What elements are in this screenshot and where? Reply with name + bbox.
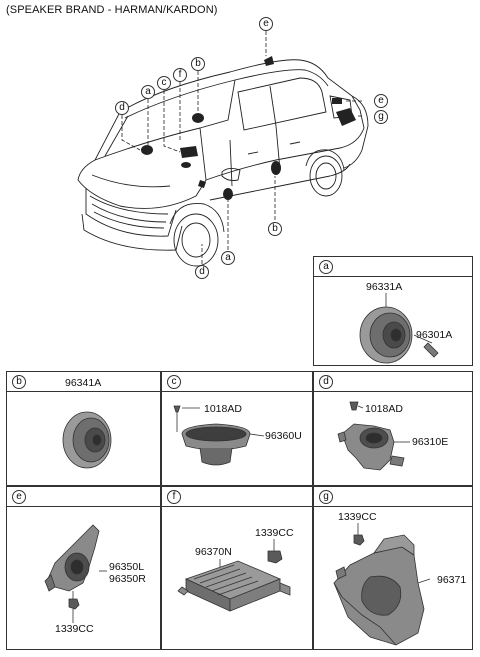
amplifier-96370N-drawing	[177, 539, 291, 612]
panel-f-letter: f	[167, 490, 181, 504]
panel-b-header	[7, 372, 160, 392]
part-96331A-label: 96331A	[366, 281, 403, 293]
panel-c-header	[162, 372, 312, 392]
callout-a-bottom: a	[221, 251, 235, 265]
panel-e-letter: e	[12, 490, 26, 504]
part-96301A-label: 96301A	[416, 329, 453, 341]
callout-d-top: d	[115, 101, 129, 115]
callout-g-right: g	[374, 110, 388, 124]
callout-f-top: f	[173, 68, 187, 82]
speaker-96310E-drawing	[337, 401, 410, 471]
part-96350L-label: 96350L	[109, 561, 145, 573]
callout-b-top: b	[191, 57, 205, 71]
callout-e-right: e	[374, 94, 388, 108]
callout-d-bottom: d	[195, 265, 209, 279]
speaker-96341A-drawing	[62, 411, 112, 469]
panel-c: c 1018AD 96360U	[161, 371, 313, 486]
vehicle-illustration	[77, 31, 369, 267]
panel-f-header	[162, 487, 312, 507]
callout-b-bottom: b	[268, 222, 282, 236]
callout-a-top: a	[141, 85, 155, 99]
part-1339CC-label-e: 1339CC	[55, 623, 94, 635]
panel-d-header	[314, 372, 472, 392]
panel-e-header	[7, 487, 160, 507]
panel-a-letter: a	[319, 260, 333, 274]
speaker-96350-drawing	[44, 524, 107, 623]
part-1339CC-label-g: 1339CC	[338, 511, 377, 523]
part-96310E-label: 96310E	[412, 436, 449, 448]
subwoofer-96371-drawing	[333, 523, 431, 646]
part-1018AD-label-d: 1018AD	[365, 403, 403, 415]
panel-g: g 1339CC 96371	[313, 486, 473, 650]
panel-a: a 96331A 96301A	[313, 256, 473, 366]
part-1339CC-label-f: 1339CC	[255, 527, 294, 539]
diagram-title: (SPEAKER BRAND - HARMAN/KARDON)	[6, 4, 218, 16]
speaker-96331A-drawing	[359, 293, 439, 364]
part-96371-label: 96371	[437, 574, 467, 586]
panel-g-letter: g	[319, 490, 333, 504]
panel-d-letter: d	[319, 375, 333, 389]
speaker-96360U-drawing	[173, 405, 265, 466]
panel-g-header	[314, 487, 472, 507]
panel-a-header	[314, 257, 472, 277]
panel-b: b 96341A	[6, 371, 161, 486]
panel-f: f 96370N 1339CC	[161, 486, 313, 650]
part-96341A-label: 96341A	[65, 377, 102, 389]
panel-d: d 1018AD 96310E	[313, 371, 473, 486]
panel-c-letter: c	[167, 375, 181, 389]
panel-b-letter: b	[12, 375, 26, 389]
panel-e: e 96350L 96350R 1339CC	[6, 486, 161, 650]
callout-c-top: c	[157, 76, 171, 90]
callout-e-top: e	[259, 17, 273, 31]
part-96350R-label: 96350R	[109, 573, 146, 585]
part-96370N-label: 96370N	[195, 546, 232, 558]
part-96360U-label: 96360U	[265, 430, 302, 442]
part-1018AD-label-c: 1018AD	[204, 403, 242, 415]
